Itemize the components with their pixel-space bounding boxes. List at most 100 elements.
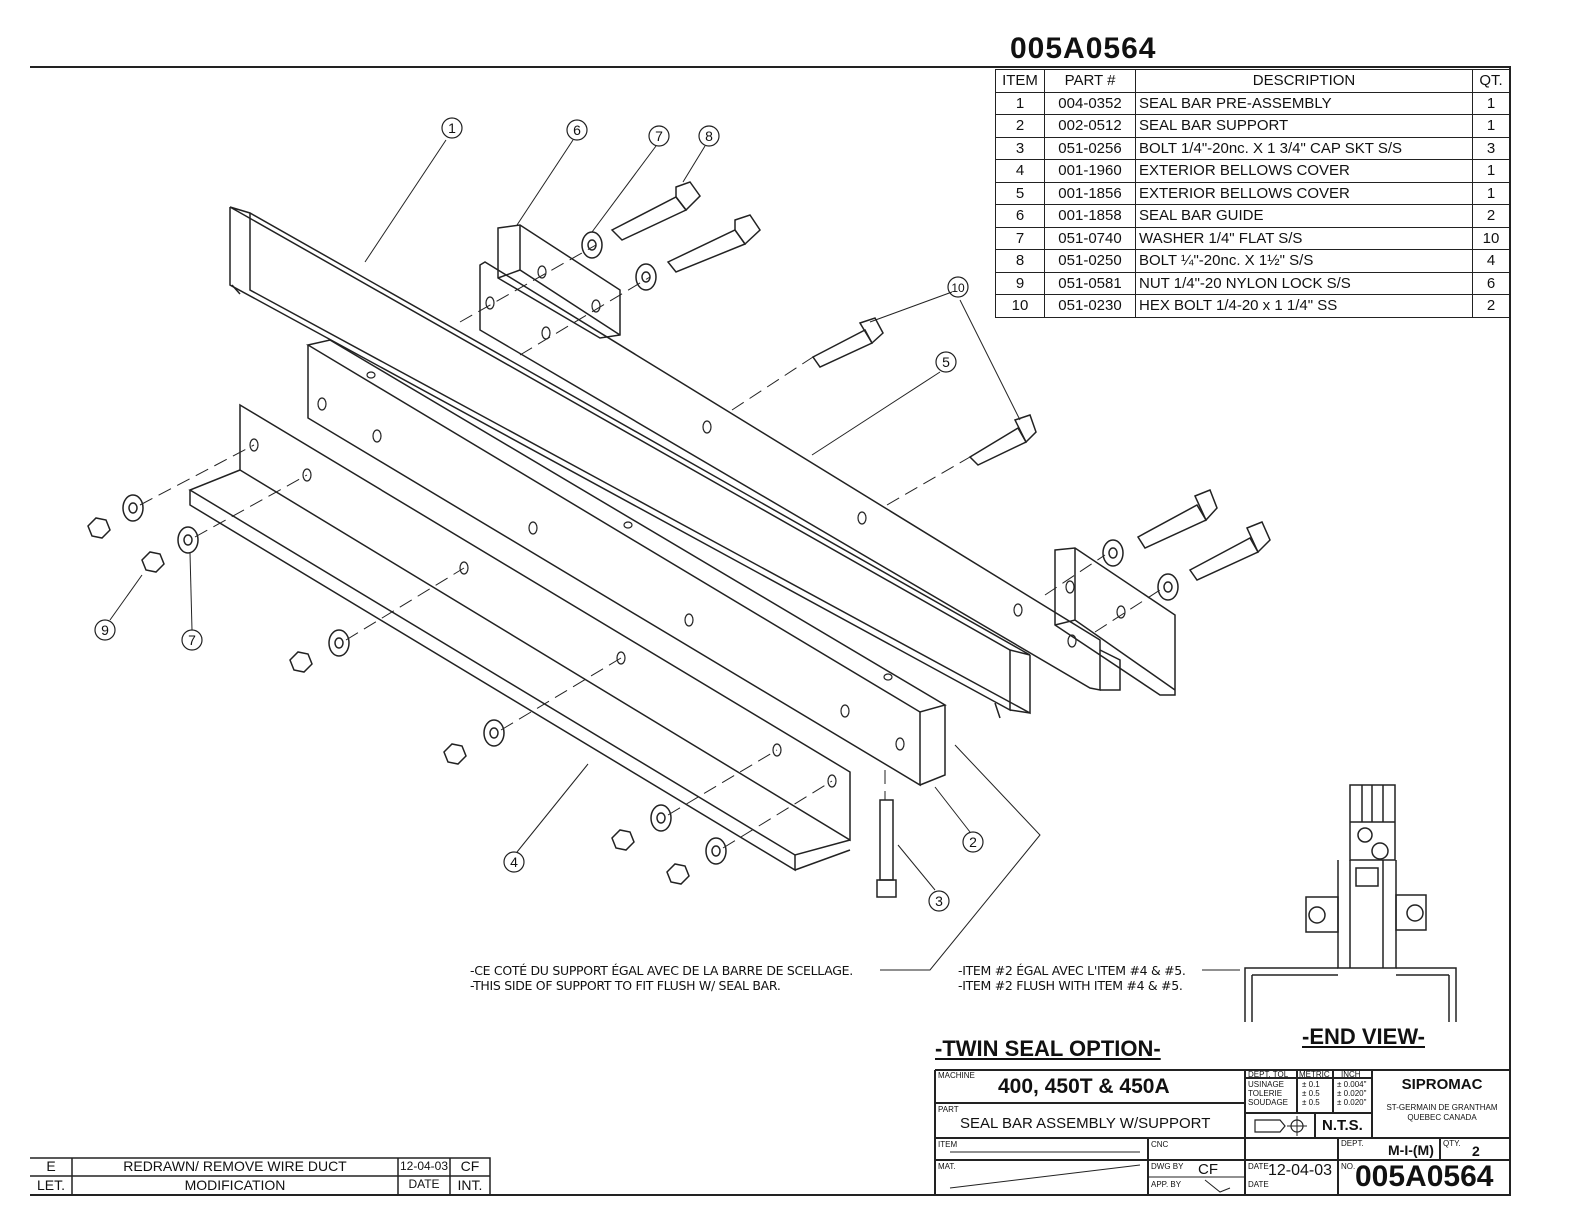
company-name: SIPROMAC (1401, 1076, 1483, 1093)
callout-2: 2 (969, 834, 977, 850)
qty-label: QTY. (1443, 1139, 1461, 1148)
tol-row-inch-2: ± 0.020" (1337, 1098, 1367, 1107)
bom-item: 10 (995, 294, 1045, 318)
bom-description: SEAL BAR GUIDE (1135, 204, 1473, 228)
bom-item: 7 (995, 226, 1045, 250)
callout-3: 3 (935, 893, 943, 909)
end-view-sketch (1244, 784, 1457, 1022)
tol-row-label-1: TOLERIE (1248, 1089, 1283, 1098)
callout-7a: 7 (655, 128, 663, 144)
bom-part: 001-1960 (1044, 159, 1136, 183)
bom-description: NUT 1/4"-20 NYLON LOCK S/S (1135, 271, 1473, 295)
date-value: 12-04-03 (1268, 1162, 1333, 1179)
bom-item: 8 (995, 249, 1045, 273)
bom-part: 051-0250 (1044, 249, 1136, 273)
bom-description: SEAL BAR SUPPORT (1135, 114, 1473, 138)
assembly-lines (139, 244, 1161, 849)
note-right-french: -ITEM #2 ÉGAL AVEC L'ITEM #4 & #5. (958, 963, 1186, 978)
bom-qty: 1 (1472, 114, 1510, 138)
note-left: -CE COTÉ DU SUPPORT ÉGAL AVEC DE LA BARR… (470, 963, 853, 993)
callout-8: 8 (705, 128, 713, 144)
seal-bar-part (229, 206, 1031, 719)
bom-header-description: DESCRIPTION (1135, 69, 1473, 93)
tol-row-inch-0: ± 0.004" (1337, 1080, 1367, 1089)
bom-part: 051-0256 (1044, 136, 1136, 160)
callout-10: 10 (951, 281, 965, 295)
bom-description: EXTERIOR BELLOWS COVER (1135, 159, 1473, 183)
bom-item: 5 (995, 181, 1045, 205)
note-right-english: -ITEM #2 FLUSH WITH ITEM #4 & #5. (958, 978, 1183, 993)
bom-item: 2 (995, 114, 1045, 138)
company-location: ST-GERMAIN DE GRANTHAM QUEBEC CANADA (1386, 1103, 1498, 1122)
callout-4: 4 (510, 854, 518, 870)
callout-5: 5 (942, 354, 950, 370)
callout-6: 6 (573, 122, 581, 138)
drawing-number-top: 005A0564 (1010, 32, 1157, 65)
tol-header-metric: METRIC (1299, 1070, 1330, 1079)
bom-qty: 1 (1472, 91, 1510, 115)
bom-qty: 2 (1472, 204, 1510, 228)
nuts (87, 517, 690, 885)
note-right: -ITEM #2 ÉGAL AVEC L'ITEM #4 & #5. -ITEM… (958, 963, 1186, 993)
bom-item: 3 (995, 136, 1045, 160)
bom-header-part: PART # (1044, 69, 1136, 93)
machine-value: 400, 450T & 450A (998, 1075, 1170, 1098)
callout-1: 1 (448, 120, 456, 136)
dwg-by-label: DWG BY (1151, 1162, 1184, 1171)
callout-7b: 7 (188, 632, 196, 648)
bom-description: WASHER 1/4" FLAT S/S (1135, 226, 1473, 250)
bom-item: 4 (995, 159, 1045, 183)
note-left-french: -CE COTÉ DU SUPPORT ÉGAL AVEC DE LA BARR… (470, 963, 853, 978)
revision-block-frame (30, 1157, 491, 1195)
bom-part: 004-0352 (1044, 91, 1136, 115)
bom-description: EXTERIOR BELLOWS COVER (1135, 181, 1473, 205)
bom-part: 001-1856 (1044, 181, 1136, 205)
app-by-label: APP. BY (1151, 1180, 1182, 1189)
tol-row-metric-0: ± 0.1 (1302, 1080, 1320, 1089)
bom-part: 051-0581 (1044, 271, 1136, 295)
callout-circles (94, 117, 984, 912)
seal-bar-support (306, 339, 947, 787)
no-label: NO. (1341, 1162, 1356, 1171)
rev-initials: CF (460, 1158, 480, 1174)
tol-row-label-0: USINAGE (1248, 1080, 1285, 1089)
bom-qty: 4 (1472, 249, 1510, 273)
machine-label: MACHINE (938, 1071, 975, 1080)
bom-qty: 1 (1472, 181, 1510, 205)
bom-part: 002-0512 (1044, 114, 1136, 138)
bom-description: BOLT ¼"-20nc. X 1½" S/S (1135, 249, 1473, 273)
view-title-end: -END VIEW- (1302, 1024, 1425, 1049)
tol-row-inch-1: ± 0.020" (1337, 1089, 1367, 1098)
dwg-by-value: CF (1198, 1161, 1218, 1178)
bom-item: 1 (995, 91, 1045, 115)
leader-lines (109, 139, 1240, 971)
drawing-border (30, 66, 1511, 1196)
scale-value: N.T.S. (1322, 1117, 1363, 1134)
bom-qty: 3 (1472, 136, 1510, 160)
tol-row-label-2: SOUDAGE (1248, 1098, 1289, 1107)
dept-label: DEPT. (1341, 1139, 1364, 1148)
bellows-cover-5 (479, 261, 1121, 691)
bom-part: 051-0740 (1044, 226, 1136, 250)
bom-item: 9 (995, 271, 1045, 295)
tol-header-dept: DEPT. TOL (1248, 1070, 1289, 1079)
rev-header-initials: INT. (457, 1177, 483, 1193)
bom-part: 051-0230 (1044, 294, 1136, 318)
seal-bar-guide-right (1054, 547, 1176, 696)
bom-description: BOLT 1/4"-20nc. X 1 3/4" CAP SKT S/S (1135, 136, 1473, 160)
date-label-2: DATE (1248, 1180, 1269, 1189)
washers (122, 231, 1179, 865)
view-title-main: -TWIN SEAL OPTION- (935, 1036, 1161, 1061)
dept-value: M-I-(M) (1388, 1142, 1434, 1158)
note-left-english: -THIS SIDE OF SUPPORT TO FIT FLUSH W/ SE… (470, 978, 781, 993)
